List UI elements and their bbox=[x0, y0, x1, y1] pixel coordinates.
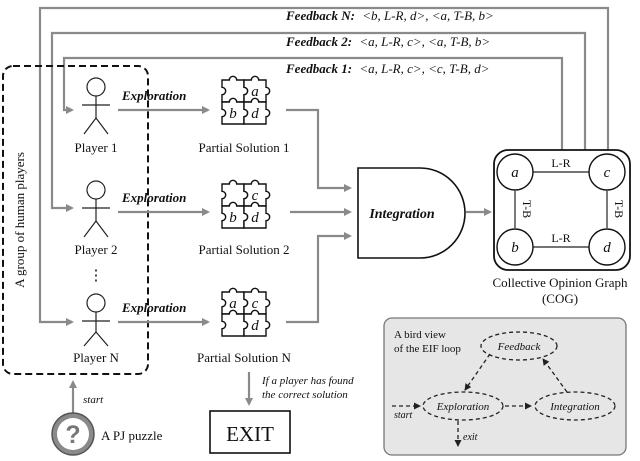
question-mark-glyph: ? bbox=[65, 421, 80, 449]
bird-view-exit-label: exit bbox=[463, 432, 478, 443]
feedback-n-loop bbox=[38, 6, 610, 326]
exit-condition-line-2: the correct solution bbox=[262, 389, 348, 401]
bird-view-start-label: start bbox=[394, 410, 413, 421]
player-2-label: Player 2 bbox=[75, 242, 118, 257]
feedback-1-tuples: <a, L-R, c>, <c, T-B, d> bbox=[359, 61, 489, 76]
cog-node-d-label: d bbox=[603, 240, 611, 256]
player-ellipsis: ⋮ bbox=[89, 268, 104, 284]
solution-1-to-integration-arrow bbox=[286, 108, 352, 192]
jigsaw-piece-letter: a bbox=[251, 84, 259, 100]
jigsaw-piece-letter: b bbox=[229, 210, 237, 226]
solution-n-to-integration-arrow bbox=[286, 232, 352, 324]
cog-node-a bbox=[496, 153, 534, 191]
jigsaw-piece bbox=[243, 179, 271, 207]
exit-box bbox=[209, 410, 291, 454]
cog-edge-bottom-label: L-R bbox=[551, 231, 570, 245]
player-2-icon bbox=[82, 180, 110, 238]
cog-edge-top-label: L-R bbox=[551, 156, 570, 170]
cog-edge-left-label: T-B bbox=[520, 200, 534, 218]
jigsaw-piece bbox=[243, 97, 271, 125]
exit-label: EXIT bbox=[226, 422, 274, 446]
cog-node-c-label: c bbox=[604, 165, 611, 181]
integration-label: Integration bbox=[368, 207, 435, 222]
feedback-n-label: Feedback N: bbox=[285, 8, 355, 23]
player-1-label: Player 1 bbox=[75, 140, 118, 155]
bird-view-exploration-node bbox=[422, 391, 504, 421]
exit-condition-line-1: If a player has found bbox=[261, 375, 354, 387]
cog-node-a-label: a bbox=[511, 165, 519, 181]
bird-view-panel bbox=[383, 317, 627, 456]
player-1-icon bbox=[82, 77, 110, 135]
feedback-1-loop bbox=[62, 56, 564, 152]
feedback-n-text: Feedback N: <b, L-R, d>, <a, T-B, b> bbox=[285, 8, 494, 23]
player-n-icon bbox=[82, 293, 110, 347]
jigsaw-piece bbox=[243, 201, 271, 229]
cog-node-c bbox=[588, 153, 626, 191]
cog-node-b bbox=[496, 228, 534, 266]
player-n-label: Player N bbox=[73, 350, 119, 365]
partial-solution-1-label: Partial Solution 1 bbox=[199, 140, 290, 155]
player-group-box bbox=[2, 65, 149, 375]
feedback-n-tuples: <b, L-R, d>, <a, T-B, b> bbox=[362, 8, 494, 23]
feedback-2-tuples: <a, L-R, c>, <a, T-B, b> bbox=[359, 34, 490, 49]
feedback-1-label: Feedback 1: bbox=[285, 61, 352, 76]
cog-title-line-1: Collective Opinion Graph bbox=[492, 275, 628, 290]
feedback-2-loop bbox=[50, 31, 587, 212]
cog-title-line-2: (COG) bbox=[542, 291, 578, 306]
cog-node-d bbox=[588, 228, 626, 266]
bird-view-feedback-to-explore-arrow bbox=[464, 353, 491, 391]
jigsaw-piece-letter: a bbox=[229, 296, 237, 312]
player-group-label: A group of human players bbox=[12, 152, 27, 288]
jigsaw-piece-letter: c bbox=[252, 296, 259, 312]
jigsaw-piece-letter: c bbox=[252, 188, 259, 204]
feedback-2-label: Feedback 2: bbox=[285, 34, 352, 49]
bird-view-exploration-label: Exploration bbox=[436, 401, 490, 413]
partial-solution-n-label: Partial Solution N bbox=[197, 350, 292, 365]
cog-edge-right-label: T-B bbox=[612, 200, 626, 218]
feedback-2-text: Feedback 2: <a, L-R, c>, <a, T-B, b> bbox=[285, 34, 490, 49]
start-label: start bbox=[83, 394, 104, 406]
bird-view-integration-label: Integration bbox=[549, 401, 600, 413]
jigsaw-piece-letter: d bbox=[251, 106, 259, 122]
jigsaw-piece bbox=[243, 309, 271, 337]
pj-puzzle-label: A PJ puzzle bbox=[101, 428, 163, 443]
exploration-label-1: Exploration bbox=[121, 88, 186, 103]
partial-solution-2-label: Partial Solution 2 bbox=[199, 242, 290, 257]
integration-node bbox=[357, 167, 466, 259]
exploration-label-3: Exploration bbox=[121, 300, 186, 315]
jigsaw-piece bbox=[243, 75, 271, 103]
jigsaw-piece-letter: b bbox=[229, 106, 237, 122]
feedback-1-text: Feedback 1: <a, L-R, c>, <c, T-B, d> bbox=[285, 61, 489, 76]
cog-node-b-label: b bbox=[511, 240, 519, 256]
bird-view-title-line-2: of the EIF loop bbox=[394, 343, 461, 355]
bird-view-integration-node bbox=[534, 391, 616, 421]
bird-view-feedback-label: Feedback bbox=[497, 341, 542, 353]
bird-view-title-line-1: A bird view bbox=[394, 329, 446, 341]
bird-view-feedback-node bbox=[480, 331, 558, 361]
exploration-label-2: Exploration bbox=[121, 190, 186, 205]
jigsaw-piece-letter: d bbox=[251, 210, 259, 226]
jigsaw-piece bbox=[243, 287, 271, 315]
jigsaw-piece-letter: d bbox=[251, 318, 259, 334]
